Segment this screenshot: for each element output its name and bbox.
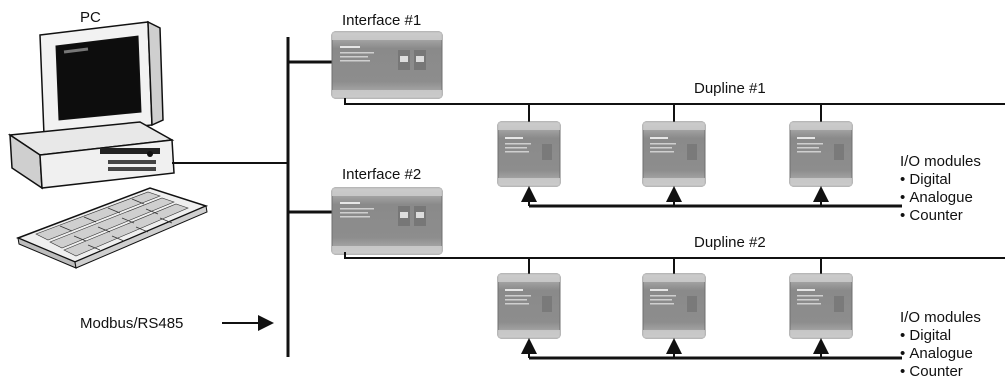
dupline-1-line [344, 98, 1005, 105]
dupline-1-drops [528, 104, 822, 122]
io-modules-title: I/O modules [900, 153, 981, 170]
io-modules-title: I/O modules [900, 309, 981, 326]
dupline-2-drops [528, 258, 822, 274]
io-module [497, 273, 561, 339]
io-module [789, 121, 853, 187]
pc-label: PC [80, 9, 101, 26]
dupline-1-label: Dupline #1 [694, 80, 766, 97]
interface-1-label: Interface #1 [342, 12, 422, 29]
io-type-item: Digital [900, 171, 981, 189]
interface-2-module [331, 187, 443, 255]
io-type-item: Counter [900, 363, 981, 381]
io-feed-2 [521, 338, 902, 360]
io-module [497, 121, 561, 187]
io-type-item: Digital [900, 327, 981, 345]
pc-illustration [7, 20, 209, 269]
io-modules-block-1: I/O modules Digital Analogue Counter [900, 153, 981, 225]
io-modules-block-2: I/O modules Digital Analogue Counter [900, 309, 981, 381]
io-module [642, 121, 706, 187]
system-unit-icon [7, 121, 175, 190]
dupline-2-line [344, 252, 1005, 259]
interface-2-label: Interface #2 [342, 166, 422, 183]
io-module [642, 273, 706, 339]
io-type-item: Counter [900, 207, 981, 225]
io-type-item: Analogue [900, 189, 981, 207]
dupline-2-label: Dupline #2 [694, 234, 766, 251]
interface-1-module [331, 31, 443, 99]
modbus-label: Modbus/RS485 [80, 315, 184, 332]
io-type-item: Analogue [900, 345, 981, 363]
io-feed-1 [521, 186, 902, 208]
io-module [789, 273, 853, 339]
keyboard-icon [15, 187, 209, 269]
